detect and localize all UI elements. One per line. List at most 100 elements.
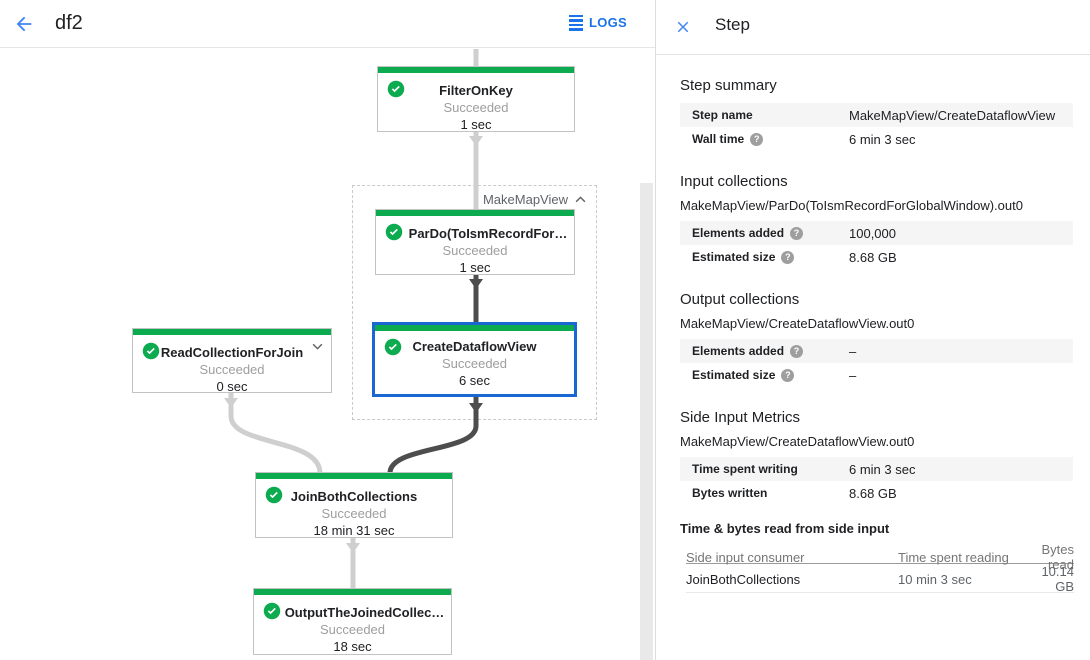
- metric-label: Elements added: [692, 226, 785, 240]
- metric-value: 6 min 3 sec: [849, 461, 916, 477]
- metric-label: Step name: [692, 108, 753, 122]
- node-status-bar: [376, 210, 574, 216]
- side-input-table: Side input consumer Time spent reading B…: [686, 542, 1074, 594]
- node-status-bar: [256, 473, 452, 479]
- edge-arrowhead-icon: [224, 398, 238, 408]
- step-summary-rows: Step name MakeMapView/CreateDataflowView…: [680, 103, 1073, 151]
- graph-node-outputthejoinedcollection[interactable]: OutputTheJoinedCollec… Succeeded 18 sec: [253, 588, 452, 655]
- panel-body: Step summary Step name MakeMapView/Creat…: [656, 77, 1090, 594]
- metric-row: Wall time 6 min 3 sec: [680, 127, 1073, 151]
- graph-node-filteronkey[interactable]: FilterOnKey Succeeded 1 sec: [377, 66, 575, 132]
- vertical-scrollbar[interactable]: [640, 183, 653, 660]
- time-spent-reading: 10 min 3 sec: [898, 571, 972, 587]
- node-time: 6 sec: [458, 373, 491, 388]
- job-name: df2: [55, 12, 83, 34]
- help-icon[interactable]: [781, 250, 795, 264]
- bytes-read: 10.14 GB: [1041, 564, 1074, 594]
- side-input-table-heading: Time & bytes read from side input: [680, 521, 890, 536]
- check-circle-icon: [263, 602, 281, 620]
- side-input-collection-name: MakeMapView/CreateDataflowView.out0: [680, 434, 915, 449]
- node-status: Succeeded: [442, 243, 508, 258]
- side-input-consumer: JoinBothCollections: [686, 571, 801, 587]
- node-status: Succeeded: [199, 362, 265, 377]
- node-title: CreateDataflowView: [412, 339, 537, 354]
- metric-label: Elements added: [692, 344, 785, 358]
- node-title: OutputTheJoinedCollec…: [284, 605, 445, 620]
- metric-row: Estimated size –: [680, 363, 1073, 387]
- job-graph-area: MakeMapView FilterOnKey: [0, 0, 655, 660]
- column-header: Time spent reading: [898, 549, 1009, 565]
- edge-readcollection-to-join: [228, 392, 323, 474]
- metric-value: 100,000: [849, 225, 896, 241]
- metric-value: 8.68 GB: [849, 485, 897, 501]
- help-icon[interactable]: [790, 226, 804, 240]
- node-title: ParDo(ToIsmRecordFor…: [408, 226, 568, 241]
- help-icon[interactable]: [750, 132, 764, 146]
- node-title: FilterOnKey: [439, 83, 513, 98]
- table-header-row: Side input consumer Time spent reading B…: [686, 542, 1074, 572]
- metric-value: –: [849, 367, 857, 383]
- node-status: Succeeded: [319, 622, 386, 637]
- graph-node-pardo-toismrecord[interactable]: ParDo(ToIsmRecordFor… Succeeded 1 sec: [375, 209, 575, 275]
- metric-label: Estimated size: [692, 250, 776, 264]
- metric-label: Estimated size: [692, 368, 776, 382]
- check-circle-icon: [387, 80, 405, 98]
- node-status: Succeeded: [441, 356, 508, 371]
- check-circle-icon: [142, 342, 160, 360]
- graph-node-joinbothcollections[interactable]: JoinBothCollections Succeeded 18 min 31 …: [255, 472, 453, 538]
- node-title: JoinBothCollections: [290, 489, 418, 504]
- metric-row: Step name MakeMapView/CreateDataflowView: [680, 103, 1073, 127]
- input-collection-name: MakeMapView/ParDo(ToIsmRecordForGlobalWi…: [680, 198, 1023, 213]
- logs-button[interactable]: LOGS: [568, 15, 627, 31]
- logs-list-icon: [568, 15, 583, 31]
- metric-value: –: [849, 343, 857, 359]
- chevron-up-icon: [575, 196, 586, 203]
- graph-node-readcollectionforjoin[interactable]: ReadCollectionForJoin Succeeded 0 sec: [132, 328, 332, 394]
- node-time: 18 sec: [333, 639, 372, 654]
- section-heading-output-collections: Output collections: [680, 291, 800, 308]
- metric-label: Time spent writing: [692, 462, 798, 476]
- job-header: df2 LOGS: [0, 0, 655, 48]
- step-details-panel: Step Step summary Step name MakeMapView/…: [655, 0, 1090, 660]
- output-collection-rows: Elements added – Estimated size –: [680, 339, 1073, 387]
- back-arrow-icon[interactable]: [13, 13, 35, 35]
- table-row: JoinBothCollections 10 min 3 sec 10.14 G…: [686, 564, 1074, 594]
- chevron-down-icon[interactable]: [312, 343, 323, 350]
- input-collection-rows: Elements added 100,000 Estimated size 8.…: [680, 221, 1073, 269]
- panel-title: Step: [715, 15, 750, 34]
- node-status-bar: [378, 67, 574, 73]
- node-status-bar: [254, 589, 451, 595]
- section-heading-step-summary: Step summary: [680, 77, 777, 94]
- panel-header: Step: [656, 0, 1090, 55]
- edge-arrowhead-icon: [346, 543, 360, 553]
- graph-node-createdataflowview[interactable]: CreateDataflowView Succeeded 6 sec: [372, 322, 577, 397]
- node-time: 1 sec: [459, 260, 491, 275]
- section-heading-side-input-metrics: Side Input Metrics: [680, 409, 801, 426]
- node-status-bar: [133, 329, 331, 335]
- node-status: Succeeded: [443, 100, 509, 115]
- help-icon[interactable]: [790, 344, 804, 358]
- check-circle-icon: [265, 486, 283, 504]
- metric-label: Wall time: [692, 132, 745, 146]
- metric-row: Time spent writing 6 min 3 sec: [680, 457, 1073, 481]
- side-input-metric-rows: Time spent writing 6 min 3 sec Bytes wri…: [680, 457, 1073, 505]
- check-circle-icon: [385, 223, 403, 241]
- edge-arrowhead-icon: [469, 136, 483, 146]
- section-heading-input-collections: Input collections: [680, 173, 788, 190]
- metric-value: 8.68 GB: [849, 249, 897, 265]
- metric-value: MakeMapView/CreateDataflowView: [849, 107, 1056, 123]
- help-icon[interactable]: [781, 368, 795, 382]
- metric-row: Elements added –: [680, 339, 1073, 363]
- node-title: ReadCollectionForJoin: [160, 345, 304, 360]
- close-icon[interactable]: [674, 18, 692, 36]
- node-time: 0 sec: [216, 379, 248, 394]
- node-status: Succeeded: [321, 506, 387, 521]
- metric-row: Bytes written 8.68 GB: [680, 481, 1073, 505]
- column-header: Side input consumer: [686, 549, 805, 565]
- metric-value: 6 min 3 sec: [849, 131, 916, 147]
- node-time: 18 min 31 sec: [313, 523, 395, 538]
- group-collapse-toggle[interactable]: MakeMapView: [483, 192, 586, 207]
- pipeline-graph-canvas[interactable]: MakeMapView FilterOnKey: [0, 0, 655, 660]
- group-label: MakeMapView: [482, 192, 568, 207]
- logs-label: LOGS: [588, 15, 627, 31]
